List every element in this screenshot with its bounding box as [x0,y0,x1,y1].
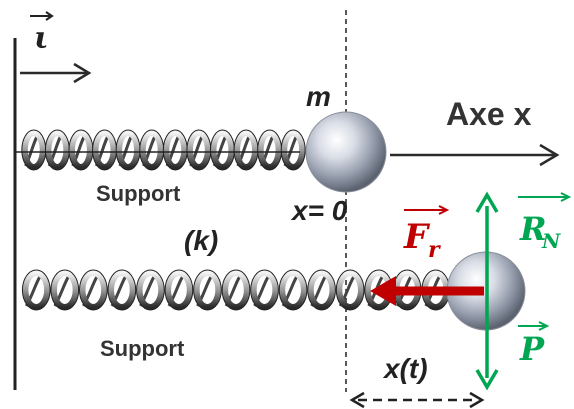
normal-reaction-arrow [475,191,499,291]
spring-coil [250,270,279,310]
origin-label: x= 0 [290,195,348,226]
spring-coil [68,130,93,170]
spring-top [21,129,306,171]
normal-reaction-label: R N [518,192,572,253]
svg-text:F: F [403,217,431,257]
spring-coil [210,130,235,170]
spring-coil [165,270,193,310]
spring-coil [186,130,211,170]
spring-coil-edge [78,269,108,311]
spring-bottom [21,269,451,311]
spring-coil [22,270,51,310]
unit-vector-i: ι [20,11,92,84]
spring-coil-edge [164,269,194,311]
spring-coil [336,270,364,310]
spring-coil [163,130,188,170]
svg-text:N: N [541,229,561,253]
stiffness-label: (k) [184,225,218,256]
spring-coil [234,130,259,170]
spring-coil-edge [250,269,279,311]
spring-coil [116,130,141,170]
svg-text:r: r [428,237,441,263]
svg-text:P: P [519,330,545,368]
spring-coil [307,270,336,310]
spring-coil [281,130,306,170]
spring-coil [108,270,136,310]
spring-coil-edge [107,269,137,311]
spring-coil [257,130,282,170]
weight-arrow [475,291,499,391]
displacement-label: x(t) [382,353,428,384]
restoring-force-arrow [370,276,484,306]
spring-coil [193,270,222,310]
support-top-label: Support [96,181,181,206]
displacement-arrow [349,391,485,409]
support-bottom-label: Support [100,336,185,361]
spring-coil [21,130,46,170]
mass-ball-top [305,111,387,193]
spring-coil-edge [193,269,222,311]
spring-coil [139,130,164,170]
spring-coil-edge [278,269,308,311]
spring-coil-edge [136,269,165,311]
restoring-force-label: F r [403,205,450,263]
weight-label: P [518,321,550,368]
mass-label: m [306,81,331,112]
unit-vector-label: ι [34,21,49,56]
spring-coil [222,270,250,310]
spring-coil-edge [307,269,336,311]
spring-coil-edge [50,269,80,311]
spring-coil-edge [221,269,251,311]
spring-coil [79,270,108,310]
spring-coil [92,130,117,170]
spring-coil-edge [21,269,51,311]
spring-coil [45,130,70,170]
spring-coil [136,270,165,310]
spring-coil-edge [280,129,306,171]
axis-label: Axe x [446,96,532,132]
spring-coil [50,270,79,310]
svg-text:R: R [519,210,547,248]
spring-coil-edge [335,269,365,311]
spring-coil [279,270,307,310]
